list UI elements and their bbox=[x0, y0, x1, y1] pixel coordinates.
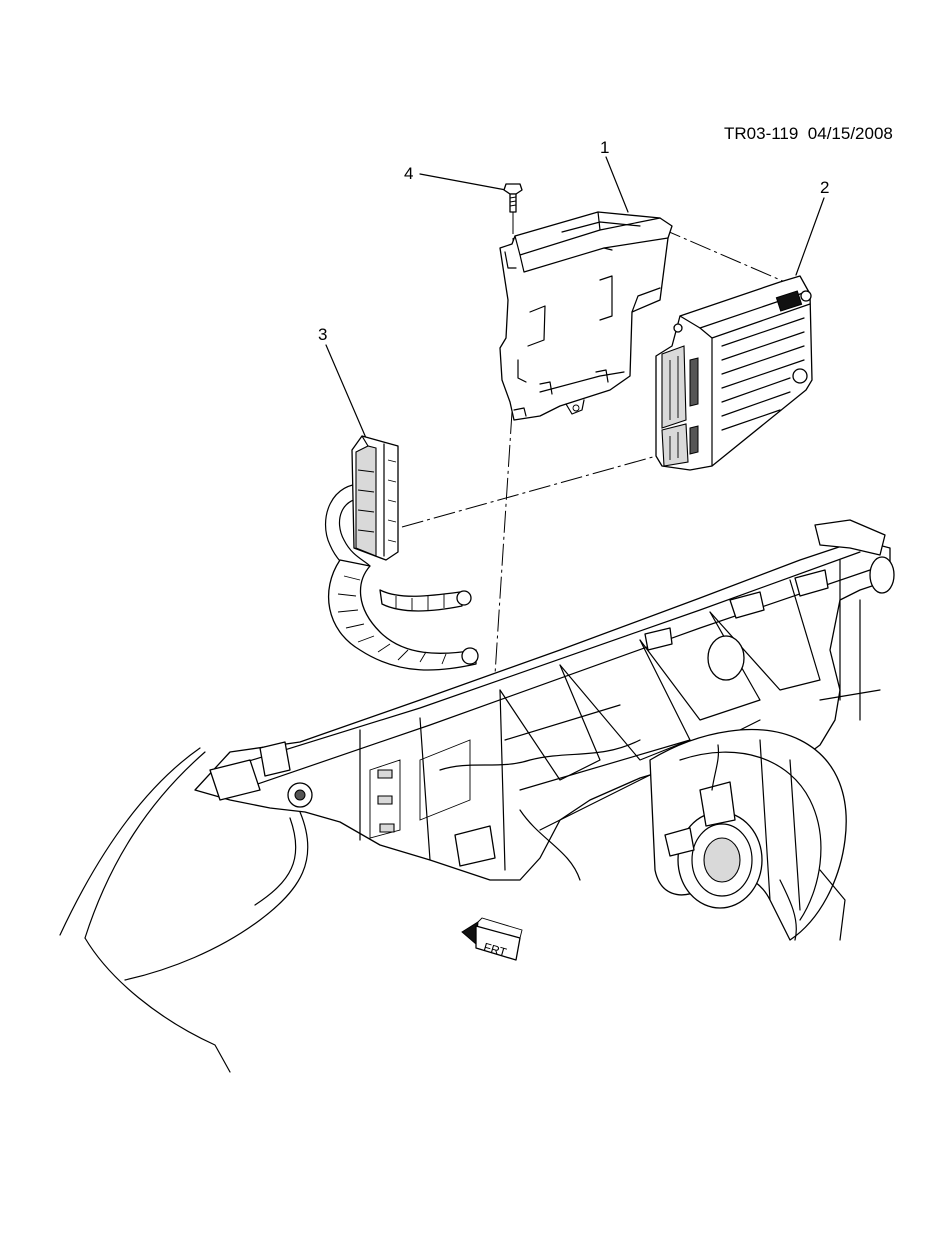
callout-1-label: 1 bbox=[600, 138, 610, 157]
frame-slot-3 bbox=[380, 824, 394, 832]
part-3-harness-connector bbox=[326, 436, 478, 670]
module-connector-lower bbox=[662, 424, 688, 466]
callout-3-label: 3 bbox=[318, 325, 328, 344]
part-1-module-bracket bbox=[500, 212, 672, 420]
part-4-bolt bbox=[504, 184, 522, 212]
document-reference: TR03-119 04/15/2008 bbox=[724, 124, 893, 144]
leader-2 bbox=[796, 198, 824, 275]
fender-outline bbox=[60, 748, 308, 1072]
cooling-fan-shroud bbox=[650, 730, 846, 940]
frame-slot-1 bbox=[378, 796, 392, 804]
leader-3 bbox=[326, 345, 366, 438]
callout-leaders bbox=[326, 157, 824, 438]
document-number: TR03-119 bbox=[724, 124, 799, 143]
module-label-plate bbox=[776, 291, 801, 311]
phantom-bracket-to-frame bbox=[494, 412, 512, 690]
frame-slot-2 bbox=[378, 770, 392, 778]
callout-4-label: 4 bbox=[404, 164, 414, 183]
callout-2-label: 2 bbox=[820, 178, 830, 197]
assembly-phantom-lines bbox=[402, 212, 792, 690]
document-date: 04/15/2008 bbox=[807, 124, 893, 143]
module-connector-upper bbox=[662, 346, 686, 428]
phantom-connector-to-module bbox=[402, 455, 660, 527]
harness-branch-end-1 bbox=[457, 591, 471, 605]
harness-branch-end-2 bbox=[462, 648, 478, 664]
frame-hole bbox=[708, 636, 744, 680]
front-direction-marker: FRT bbox=[462, 918, 522, 960]
phantom-bracket-to-module bbox=[660, 228, 792, 285]
leader-1 bbox=[606, 157, 628, 212]
part-2-control-module bbox=[656, 276, 812, 470]
front-label: FRT bbox=[482, 940, 509, 960]
leader-4 bbox=[420, 174, 506, 190]
